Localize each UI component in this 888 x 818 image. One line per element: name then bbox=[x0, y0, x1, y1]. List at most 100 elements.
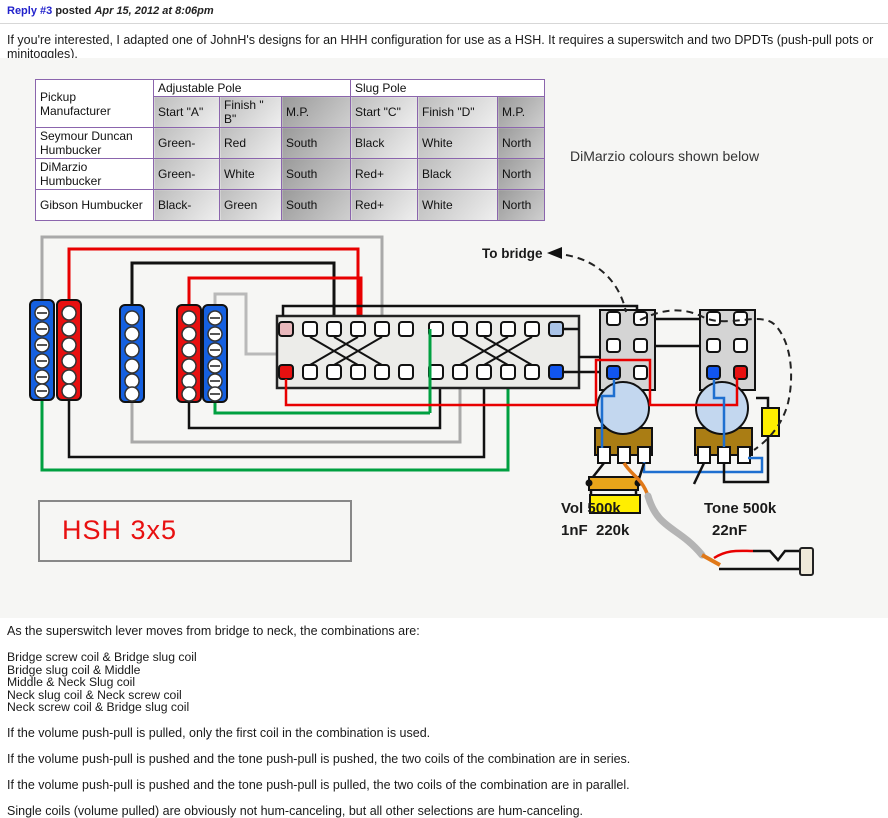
solder-dot-left bbox=[585, 479, 593, 487]
dashed-path-b bbox=[639, 309, 793, 451]
reply-number-link[interactable]: Reply #3 bbox=[7, 5, 53, 17]
table-subheader: M.P. bbox=[497, 96, 545, 128]
table-subheader: Start "A" bbox=[153, 96, 220, 128]
post-header: Reply #3 posted Apr 15, 2012 at 8:06pm bbox=[0, 0, 888, 24]
component-labels: Vol 500k 1nF 220k Tone 500k 22nF bbox=[561, 500, 777, 539]
dimarzio-note: DiMarzio colours shown below bbox=[570, 148, 760, 164]
to-bridge-indicator: To bridge bbox=[482, 246, 793, 451]
combination-line: Neck screw coil & Bridge slug coil bbox=[7, 700, 190, 715]
neck-screw-slots bbox=[37, 312, 47, 392]
volume-pot-lugs bbox=[597, 446, 651, 464]
tone-pot-body bbox=[695, 381, 749, 435]
wire-vol-to-tone-blue bbox=[642, 456, 764, 474]
row-name: DiMarzio Humbucker bbox=[35, 158, 154, 190]
combinations-intro: As the superswitch lever moves from brid… bbox=[7, 624, 420, 638]
volume-dpdt-blue-lug bbox=[606, 365, 621, 380]
tone-label: Tone 500k bbox=[704, 500, 777, 517]
neck-humbucker bbox=[29, 299, 82, 401]
table-subheader: Finish " B" bbox=[219, 96, 282, 128]
vol-label: Vol 500k bbox=[561, 500, 621, 517]
wire-middle-gray bbox=[130, 378, 462, 444]
diagram-title: HSH 3x5 bbox=[62, 515, 178, 545]
superswitch-internal-links bbox=[309, 336, 533, 366]
tone-dpdt-blue-lug bbox=[706, 365, 721, 380]
jack-hot-red bbox=[713, 549, 754, 560]
volume-treble-bleed bbox=[585, 462, 646, 514]
combination-line: Neck slug coil & Neck screw coil bbox=[7, 687, 182, 702]
middle-pole-pieces bbox=[124, 310, 140, 402]
posted-word: posted bbox=[55, 5, 92, 17]
to-bridge-arrow-icon bbox=[547, 247, 562, 259]
volume-pot bbox=[594, 381, 653, 464]
superswitch-top-terminals bbox=[278, 321, 564, 337]
tone-capacitor-22nf bbox=[761, 407, 780, 437]
pickup-hookup-wires bbox=[40, 235, 510, 472]
wiring-diagram-svg: To bridge Vol 500k 1nF 220k Tone 500k 22… bbox=[29, 235, 814, 576]
dashed-path-a bbox=[565, 254, 627, 313]
table-subheader: M.P. bbox=[281, 96, 351, 128]
wire-neck-screw-gray bbox=[40, 235, 384, 322]
post-body-text: As the superswitch lever moves from brid… bbox=[0, 618, 887, 818]
capacitor-1nf bbox=[589, 494, 641, 514]
to-bridge-label: To bridge bbox=[482, 246, 543, 261]
rule-paragraph: If the volume push-pull is pulled, only … bbox=[7, 725, 431, 740]
wiring-diagram-image: To bridge Vol 500k 1nF 220k Tone 500k 22… bbox=[0, 58, 888, 618]
wire-middle-black bbox=[130, 261, 336, 322]
jack-hot-black bbox=[753, 549, 800, 562]
table-subheader: Finish "D" bbox=[417, 96, 498, 128]
cable-shield-tip bbox=[701, 553, 721, 567]
diagram-title-box: HSH 3x5 bbox=[38, 500, 352, 562]
table-row: DiMarzio Humbucker Green- White South Re… bbox=[35, 158, 545, 190]
volume-pot-body bbox=[596, 381, 650, 435]
row-name: Seymour Duncan Humbucker bbox=[35, 127, 154, 159]
wire-bridge-screw-green bbox=[213, 402, 430, 415]
bridge-humbucker bbox=[176, 304, 228, 403]
vol-cap-label: 1nF bbox=[561, 522, 588, 539]
table-header-slug-pole: Slug Pole bbox=[350, 79, 545, 97]
combination-line: Bridge slug coil & Middle bbox=[7, 662, 141, 677]
rule-paragraph: If the volume push-pull is pushed and th… bbox=[7, 777, 630, 792]
middle-single-coil bbox=[119, 304, 145, 403]
superswitch bbox=[275, 314, 581, 413]
pickup-colour-table: Pickup Manufacturer Adjustable Pole Slug… bbox=[35, 79, 545, 221]
wire-tone-cap-ground bbox=[722, 436, 770, 484]
combination-line: Bridge screw coil & Bridge slug coil bbox=[7, 650, 197, 664]
pot-wiring bbox=[284, 358, 770, 485]
resistor-220k bbox=[588, 476, 639, 491]
tone-cap-label: 22nF bbox=[712, 522, 747, 539]
volume-dpdt bbox=[599, 309, 656, 391]
output-cable-and-jack bbox=[622, 462, 814, 576]
table-subheader: Start "C" bbox=[350, 96, 418, 128]
neck-pole-pieces bbox=[34, 305, 77, 399]
rule-paragraph: If the volume push-pull is pushed and th… bbox=[7, 751, 631, 766]
post-date: Apr 15, 2012 at 8:06pm bbox=[94, 5, 214, 17]
tone-dpdt-red-lug bbox=[733, 365, 748, 380]
intro-paragraph: If you're interested, I adapted one of J… bbox=[7, 33, 874, 61]
table-header-adjustable-pole: Adjustable Pole bbox=[153, 79, 351, 97]
volume-dpdt-lugs bbox=[606, 311, 648, 380]
wire-bridge-slug-black bbox=[187, 378, 442, 430]
wire-vol-blue bbox=[600, 379, 616, 448]
table-header-manufacturer: Pickup Manufacturer bbox=[35, 79, 154, 128]
combinations-list: Bridge screw coil & Bridge slug coil Bri… bbox=[7, 651, 887, 714]
table-row: Seymour Duncan Humbucker Green- Red Sout… bbox=[35, 127, 545, 159]
wire-neck-slug-red bbox=[67, 247, 360, 322]
rule-paragraph: Single coils (volume pulled) are obvious… bbox=[7, 803, 583, 818]
wire-orange-hot bbox=[622, 462, 650, 497]
wire-tone-lug-stub bbox=[692, 462, 706, 485]
bridge-screw-slots bbox=[210, 317, 220, 395]
tone-pot-lugs bbox=[697, 446, 751, 464]
shielded-cable bbox=[644, 492, 706, 559]
wire-top-black-to-vol bbox=[281, 304, 639, 316]
superswitch-bottom-terminals bbox=[278, 364, 564, 380]
table-row: Gibson Humbucker Black- Green South Red+… bbox=[35, 189, 545, 221]
bridge-pole-pieces bbox=[181, 310, 223, 402]
output-jack bbox=[799, 547, 814, 576]
wire-red-output bbox=[284, 358, 739, 407]
wire-neck-screw-green bbox=[40, 378, 510, 472]
row-name: Gibson Humbucker bbox=[35, 189, 154, 221]
tone-dpdt-lugs bbox=[706, 311, 748, 380]
wire-tone-blue bbox=[712, 379, 726, 447]
wire-tone-cap-top bbox=[756, 396, 770, 408]
wire-neck-slug-black bbox=[67, 378, 486, 459]
